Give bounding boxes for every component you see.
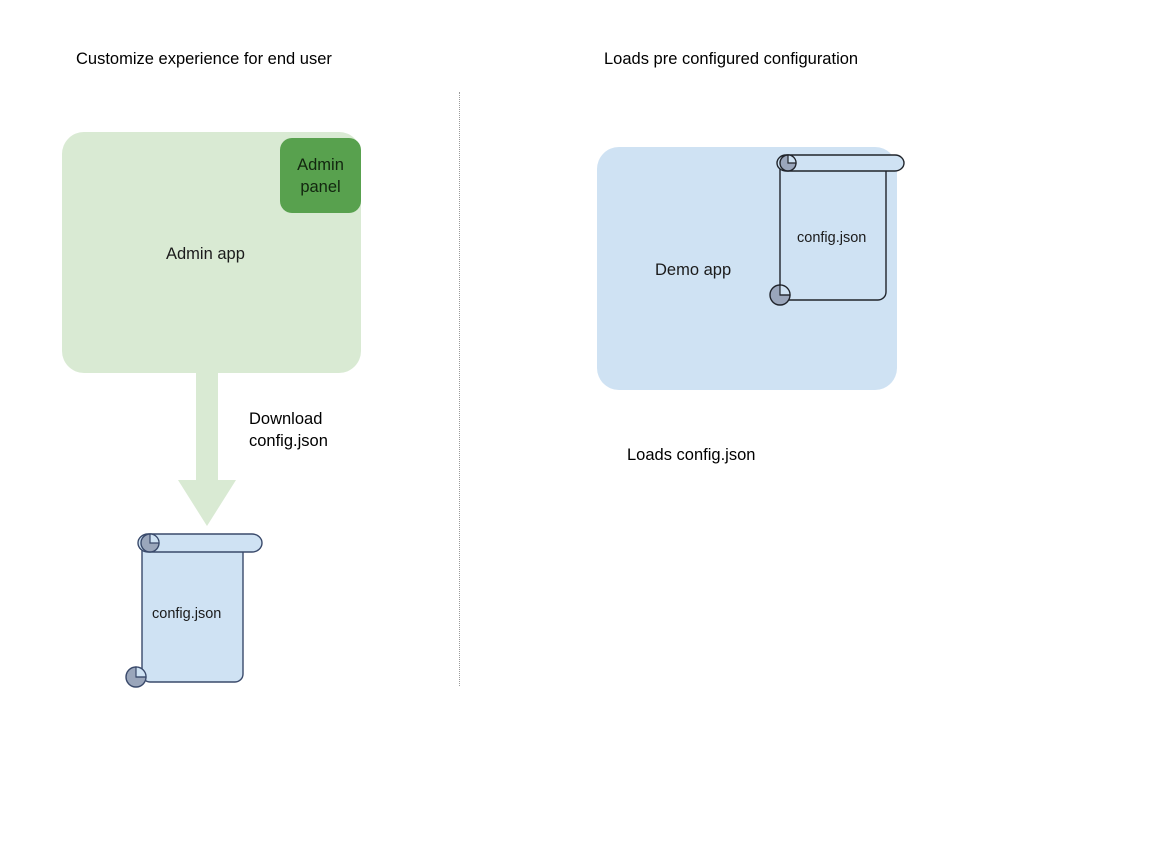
loads-config-caption: Loads config.json xyxy=(627,446,756,464)
config-json-document-right[interactable] xyxy=(768,150,913,310)
right-column-title: Loads pre configured configuration xyxy=(604,50,859,68)
demo-app-label: Demo app xyxy=(655,261,732,279)
left-column-title: Customize experience for end user xyxy=(76,50,332,68)
column-divider xyxy=(459,92,460,686)
config-json-document-right-label: config.json xyxy=(797,230,867,246)
download-arrow xyxy=(178,370,236,528)
admin-panel-badge[interactable]: Admin panel xyxy=(280,138,361,213)
admin-app-label: Admin app xyxy=(166,245,245,263)
config-json-document-left[interactable] xyxy=(120,528,270,692)
download-arrow-label: Download config.json xyxy=(249,410,328,450)
config-json-document-left-label: config.json xyxy=(152,606,222,622)
